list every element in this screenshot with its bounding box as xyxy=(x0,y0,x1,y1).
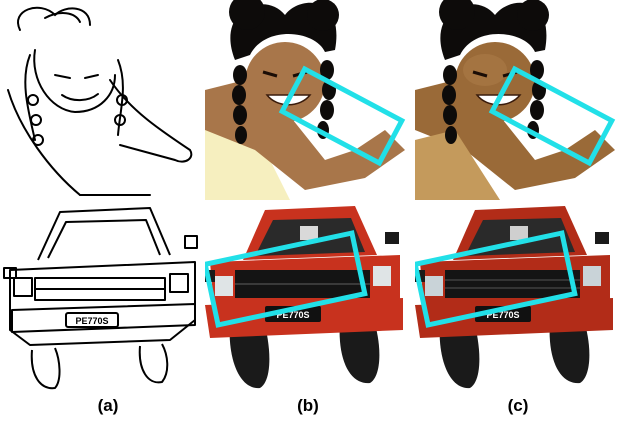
flat-truck-image: PE770S xyxy=(205,206,403,389)
sketch-truck-body xyxy=(9,261,196,346)
sketch-arm xyxy=(109,79,193,163)
flat-plate-text: PE770S xyxy=(276,310,309,320)
shaded-girl-image xyxy=(415,0,616,200)
caption-c: (c) xyxy=(507,396,529,415)
shaded-braids xyxy=(442,60,546,144)
sketch-face xyxy=(33,49,116,114)
highlight-box-truck-c xyxy=(415,230,578,328)
sketch-truck-panel: PE770S xyxy=(0,200,205,395)
caption-b: (b) xyxy=(297,396,319,415)
flat-truck-panel: PE770S xyxy=(205,200,415,395)
shaded-girl-panel xyxy=(415,0,625,200)
sketch-plate xyxy=(65,312,119,328)
flat-headlight-right xyxy=(373,266,391,286)
sketch-mirror-right xyxy=(184,235,198,249)
highlight-box-girl-c xyxy=(488,65,616,167)
flat-face xyxy=(245,42,325,122)
shaded-plate-text: PE770S xyxy=(486,310,519,320)
flat-headlight-left xyxy=(215,276,233,296)
sketch-girl-image xyxy=(7,6,193,196)
sketch-headlight-left xyxy=(13,277,33,297)
flat-girl-panel xyxy=(205,0,415,200)
sketch-truck-image: PE770S xyxy=(3,207,198,390)
sketch-wheel-left xyxy=(30,347,61,390)
flat-girl-image xyxy=(205,0,406,200)
highlight-box-girl-b xyxy=(278,65,406,167)
sketch-truck-cab xyxy=(37,207,171,261)
sketch-bumper xyxy=(11,303,196,333)
shaded-headlight-left xyxy=(425,276,443,296)
sketch-girl-panel xyxy=(0,0,205,200)
sketch-headlight-right xyxy=(169,273,189,293)
sketch-braid-left xyxy=(24,54,36,141)
flat-wheel-right xyxy=(339,318,380,384)
caption-a: (a) xyxy=(97,396,119,415)
sketch-plate-text: PE770S xyxy=(75,316,108,326)
sketch-wheel-right xyxy=(138,343,169,384)
shaded-headlight-right xyxy=(583,266,601,286)
highlight-box-truck-b xyxy=(205,230,368,328)
shaded-truck-image: PE770S xyxy=(415,206,613,389)
shaded-wheel-right xyxy=(549,318,590,384)
shaded-truck-grille xyxy=(445,270,580,298)
shaded-truck-panel: PE770S xyxy=(415,200,625,395)
sketch-mirror-left xyxy=(3,267,17,279)
